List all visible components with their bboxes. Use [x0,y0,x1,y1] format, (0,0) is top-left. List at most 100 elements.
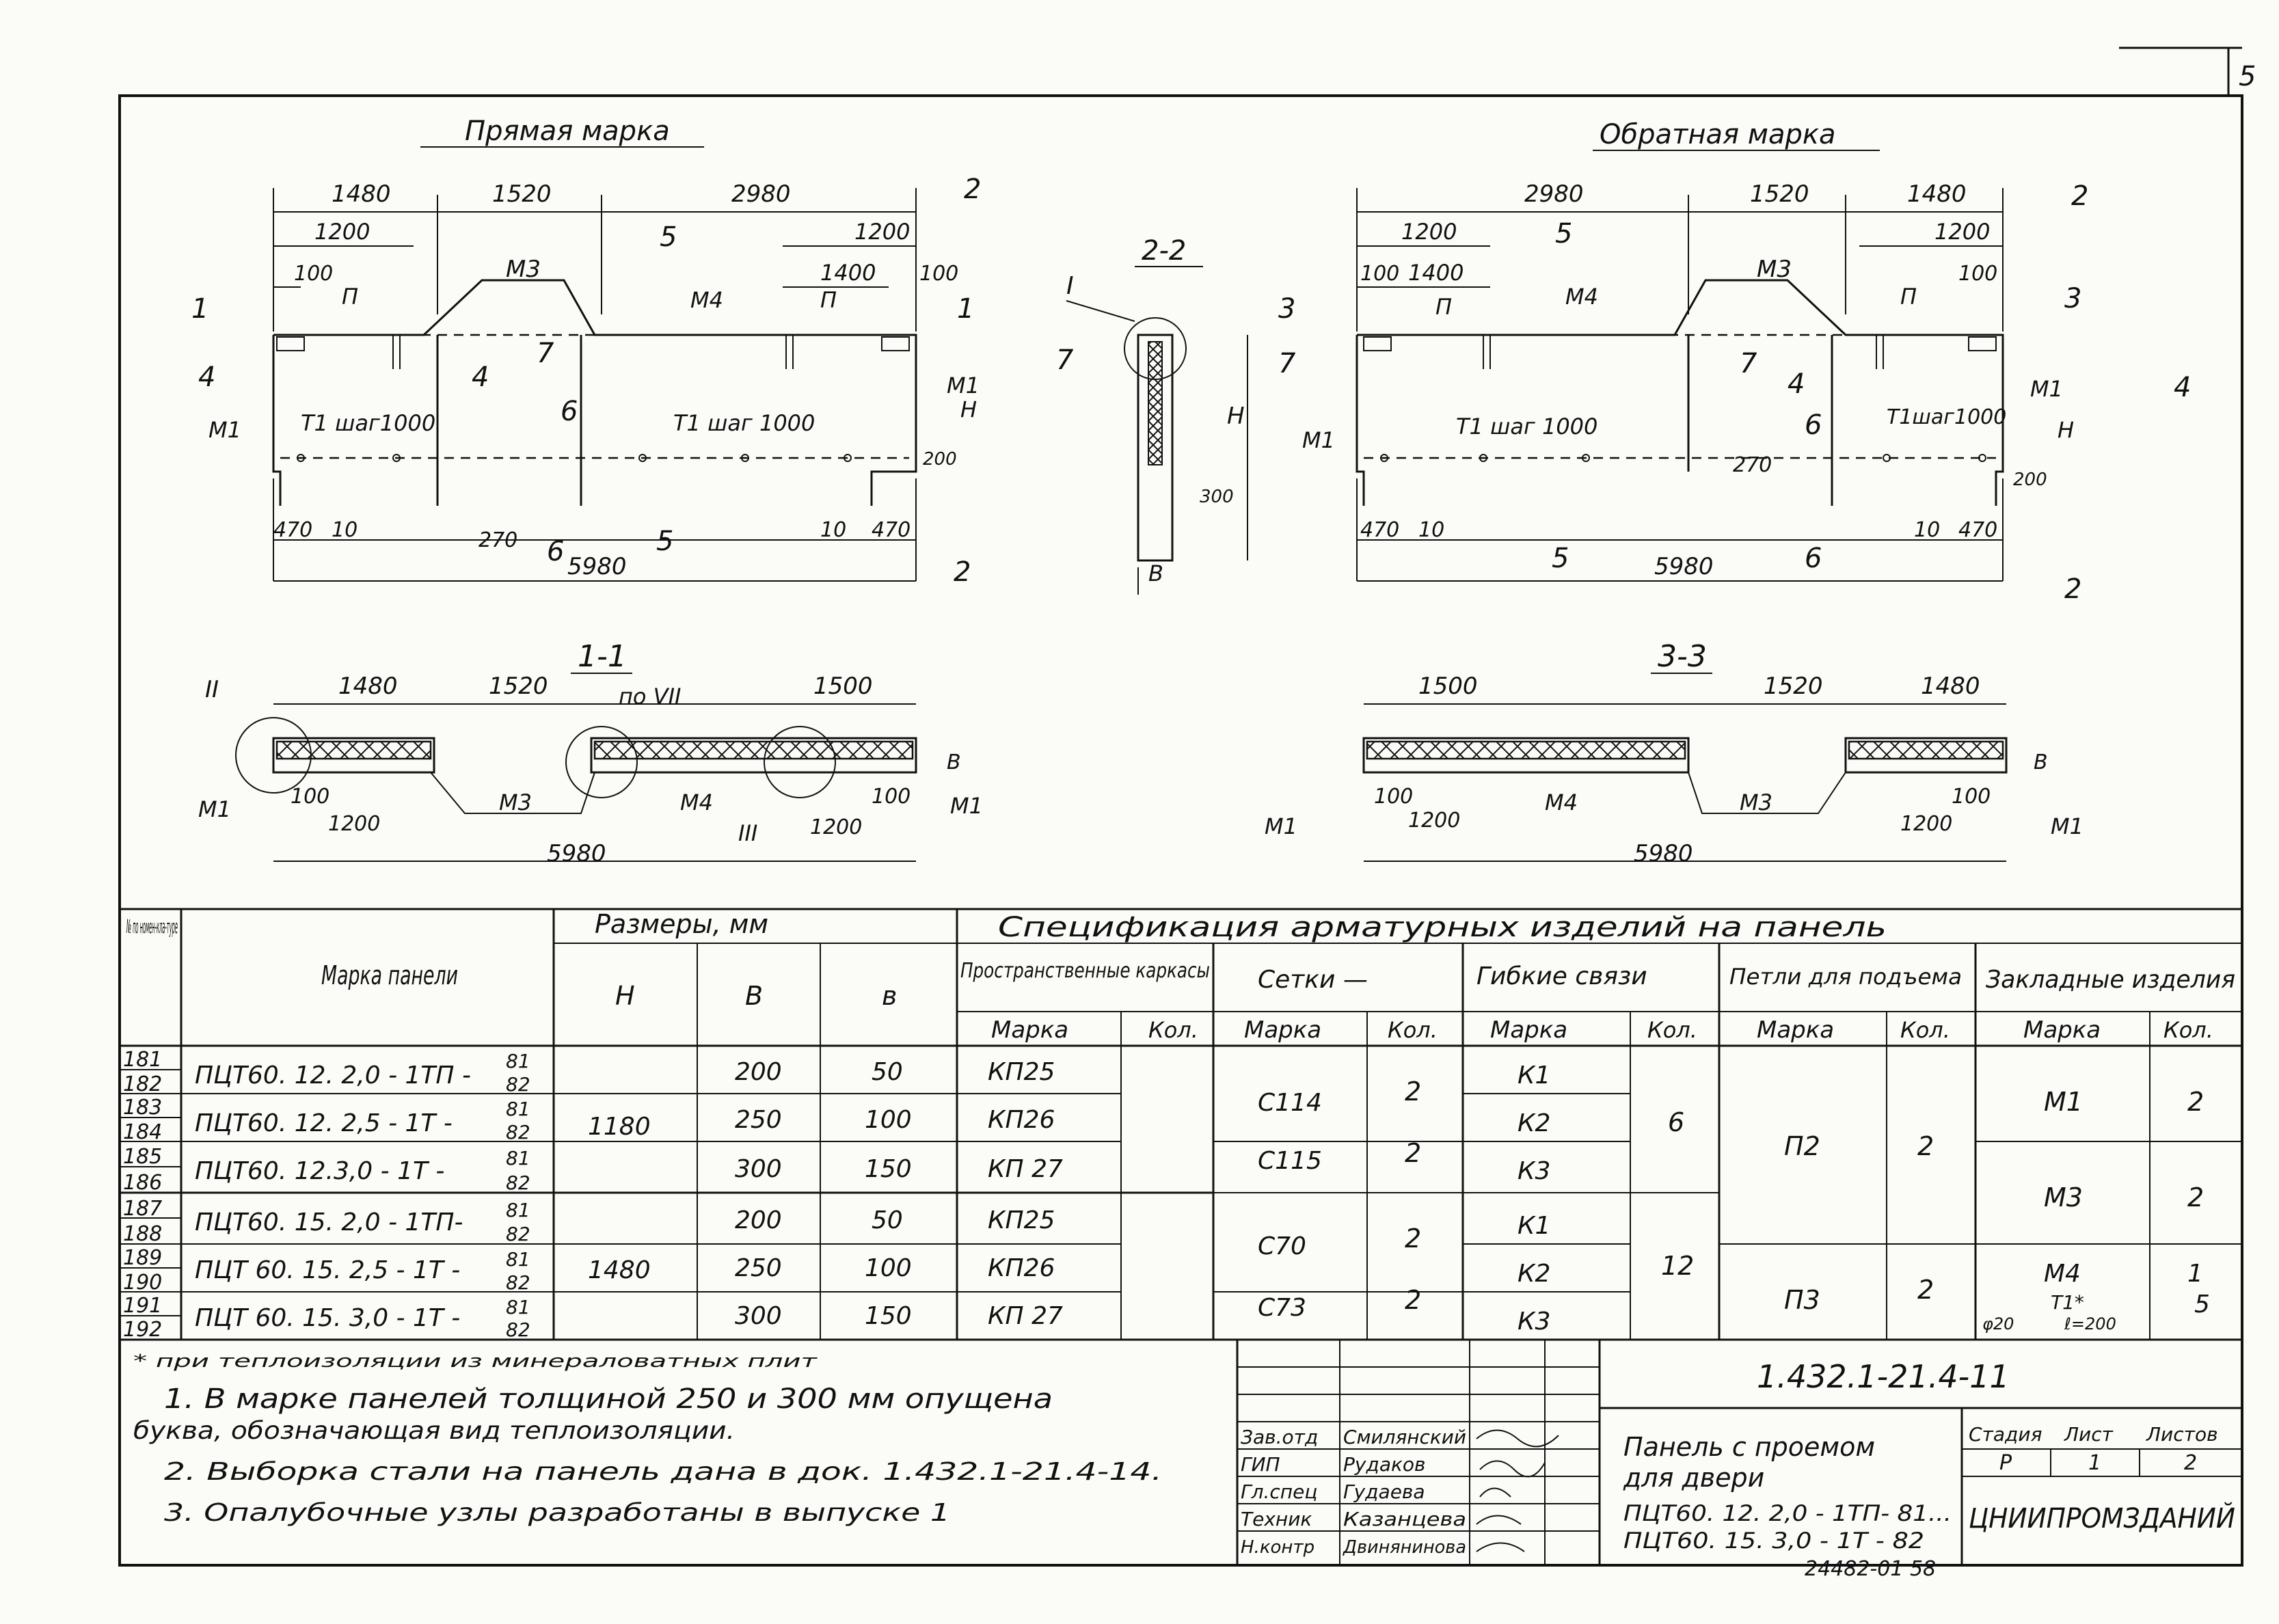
section-1-1-100-left: 100 [291,785,329,809]
stamp-name-3: Гудаева [1343,1480,1425,1503]
reverse-cut-3-left: 3 [1278,293,1295,325]
stamp-role-2: ГИП [1241,1453,1280,1476]
section-1-1-total: 5980 [547,840,606,867]
direct-dim-10r: 10 [820,518,846,542]
reverse-label-t1-right: Т1шаг1000 [1887,405,2006,429]
h-ties-kol: Кол. [1647,1017,1697,1043]
row-3-b: 150 [865,1155,912,1183]
mesh-3-mark: С70 [1258,1232,1306,1260]
direct-label-m3: М3 [506,256,541,283]
row-6-mark: ПЦТ 60. 15. 3,0 - 1Т - [195,1304,460,1332]
direct-dim-470l: 470 [273,518,312,542]
direct-label-t1-right: Т1 шаг 1000 [673,410,815,436]
embed-3-mark: М4 [2044,1260,2081,1288]
row-1-n1: 181 [123,1048,162,1072]
reverse-m1-plate-left [1363,336,1392,351]
h-loops-mark: Марка [1757,1016,1834,1044]
mesh-4-kol: 2 [1405,1285,1421,1315]
row-4-f1: 81 [506,1199,530,1221]
section-3-3-m1-left: М1 [1265,813,1297,839]
section-1-1-100-right: 100 [872,785,911,809]
direct-tie-4 [741,454,749,462]
direct-tie-1 [297,454,305,462]
row-1-f1: 81 [506,1050,530,1072]
reverse-dim-270: 270 [1733,453,1772,477]
reverse-tie-2 [1479,454,1487,462]
tie-3: К3 [1518,1157,1550,1185]
tie-5: К2 [1518,1260,1550,1288]
row-2-frame: КП26 [988,1106,1055,1134]
reverse-tie-3 [1582,454,1590,462]
section-2-2-node-leader [1066,300,1135,322]
direct-label-p-right: П [820,287,837,313]
stamp-name-2: Рудаков [1343,1453,1426,1476]
h-meshes: Сетки — [1258,966,1368,994]
direct-view-title: Прямая марка [465,116,670,147]
direct-cut-7-right: 7 [1056,344,1074,376]
section-2-2-b: В [1148,560,1163,586]
reverse-cut-3-right: 3 [2064,283,2081,314]
row-6-n2: 192 [123,1318,162,1342]
stamp-code: 1.432.1-21.4-11 [1757,1358,2010,1395]
signature-1 [1476,1429,1559,1448]
section-3-3-insulation-right [1848,740,2004,760]
h-loops: Петли для подъема [1729,964,1962,990]
reverse-cut-6-top: 6 [1805,409,1822,441]
reverse-cut-5-top: 5 [1555,218,1572,249]
row-4-frame: КП25 [988,1206,1055,1234]
section-1-1-dim-2: 1500 [813,673,873,700]
row-6-n1: 191 [123,1294,162,1318]
reverse-dim-10l: 10 [1418,518,1444,542]
embed-t1-d: φ20 [1982,1314,2014,1334]
title-block: 1.432.1-21.4-11 Зав.отд Смилянский ГИП Р… [1236,1340,2242,1581]
table-row-2: 183 184 ПЦТ60. 12. 2,5 - 1Т - 81 82 250 … [123,1096,1055,1144]
stamp-sheet: 1 [2088,1451,2101,1475]
table-row-1: 181 182 ПЦТ60. 12. 2,0 - 1ТП - 81 82 200… [123,1048,1055,1096]
signature-5 [1476,1542,1525,1552]
direct-label-h: Н [960,396,977,422]
section-1-1-door-opening [430,772,595,814]
section-3-3-100-left: 100 [1374,785,1413,809]
tie-1: К1 [1518,1061,1550,1090]
embed-3-kol: 1 [2187,1260,2203,1288]
direct-label-m4: М4 [690,287,723,313]
row-5-frame: КП26 [988,1254,1055,1282]
tie-6: К3 [1518,1308,1550,1336]
stamp-name-1: Смилянский [1343,1426,1466,1448]
row-4-n2: 188 [123,1222,162,1246]
mesh-2-kol: 2 [1405,1138,1421,1168]
direct-cut-2-top: 2 [964,174,981,205]
stamp-h-sheets: Листов [2146,1423,2218,1446]
reverse-m1-plate-right [1968,336,1997,351]
section-3-3-1200-right: 1200 [1900,812,1952,836]
reverse-dim-1400: 1400 [1408,260,1464,286]
reverse-label-p-left: П [1435,294,1452,320]
row-6-B: 300 [735,1302,782,1330]
row-4-B: 200 [735,1206,782,1234]
reverse-dim-1520: 1520 [1750,180,1809,208]
section-1-1-slab-right [590,737,917,774]
embed-t1-kol: 5 [2194,1290,2210,1318]
H-1180: 1180 [588,1113,651,1141]
table-row-4: 187 188 ПЦТ60. 15. 2,0 - 1ТП- 81 82 200 … [123,1197,1055,1246]
mesh-3-kol: 2 [1405,1223,1421,1254]
reverse-dim-2980: 2980 [1524,180,1584,208]
section-2-2-body [1137,334,1174,562]
section-2-2-insulation [1148,341,1163,465]
stamp-name-4: Казанцева [1343,1508,1466,1530]
direct-dim-1200l: 1200 [314,219,370,245]
tie-2: К2 [1518,1109,1550,1137]
mesh-2-mark: С115 [1258,1147,1322,1175]
row-5-mark: ПЦТ 60. 15. 2,5 - 1Т - [195,1256,460,1284]
section-1-1-b: В [947,750,961,774]
h-ties: Гибкие связи [1476,962,1647,990]
reverse-dim-5980: 5980 [1654,553,1714,580]
stamp-h-sheet: Лист [2064,1423,2114,1446]
direct-dim-5980: 5980 [567,553,627,580]
h-spec: Спецификация арматурных изделий на панел… [998,912,1887,943]
row-3-f2: 82 [506,1172,530,1194]
stamp-title-3: ПЦТ60. 12. 2,0 - 1ТП- 81... [1623,1500,1952,1526]
section-3-3-dim-0: 1500 [1418,673,1478,700]
reverse-label-m4: М4 [1565,284,1598,310]
section-1-1-m3: М3 [499,789,532,815]
